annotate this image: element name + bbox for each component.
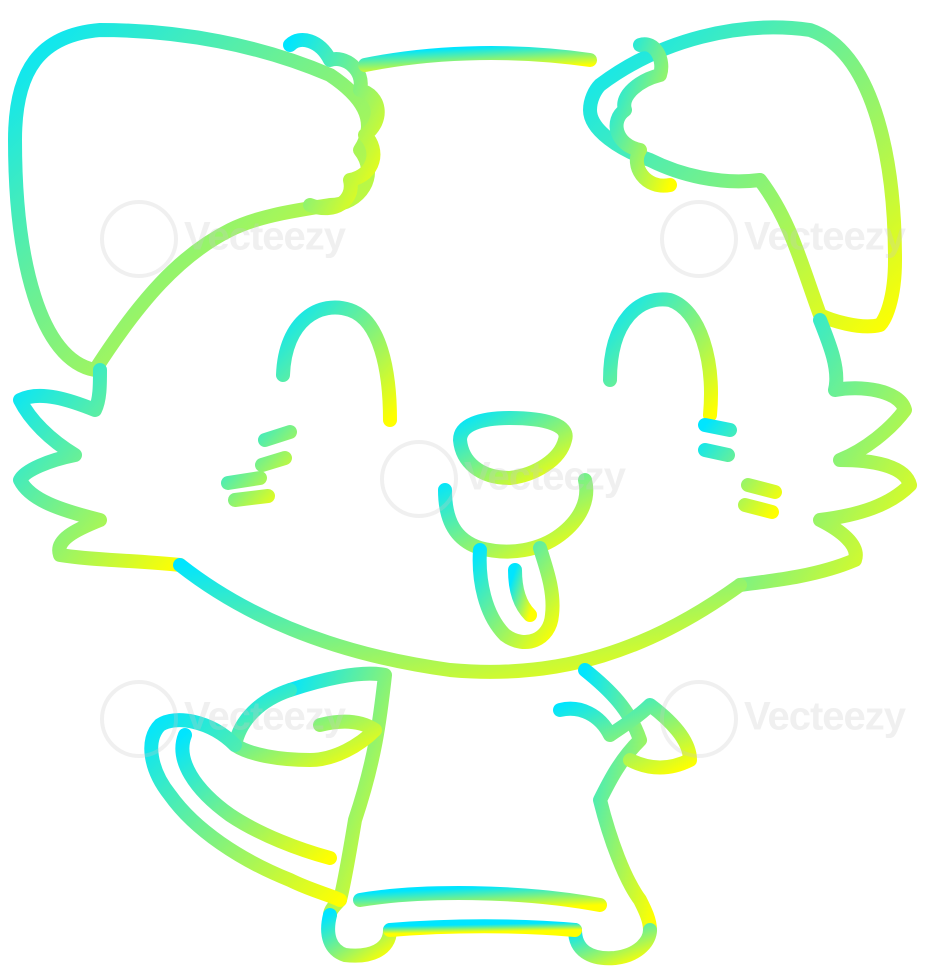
leg-divider xyxy=(353,886,607,912)
tail xyxy=(144,713,347,907)
left-ear-fringe xyxy=(283,33,385,216)
right-ear-fringe xyxy=(609,37,677,193)
left-arm xyxy=(228,683,382,767)
right-cheek-marks xyxy=(698,418,782,519)
right-arm xyxy=(553,698,697,775)
nose xyxy=(453,411,573,485)
left-foot xyxy=(321,908,397,963)
left-eye xyxy=(276,300,397,427)
face-jaw xyxy=(173,558,747,679)
right-foot xyxy=(568,923,657,966)
right-cheek-fluff xyxy=(733,313,917,592)
feet-base xyxy=(383,919,582,937)
left-cheek-marks xyxy=(221,425,297,507)
left-cheek-fluff xyxy=(13,363,187,572)
tail-inner xyxy=(175,728,337,865)
tongue xyxy=(472,541,560,650)
left-ear xyxy=(8,23,376,377)
mouth xyxy=(438,473,594,559)
body-right xyxy=(578,663,657,937)
head-top xyxy=(358,46,597,72)
tongue-crease xyxy=(508,563,537,622)
right-eye xyxy=(603,292,718,422)
